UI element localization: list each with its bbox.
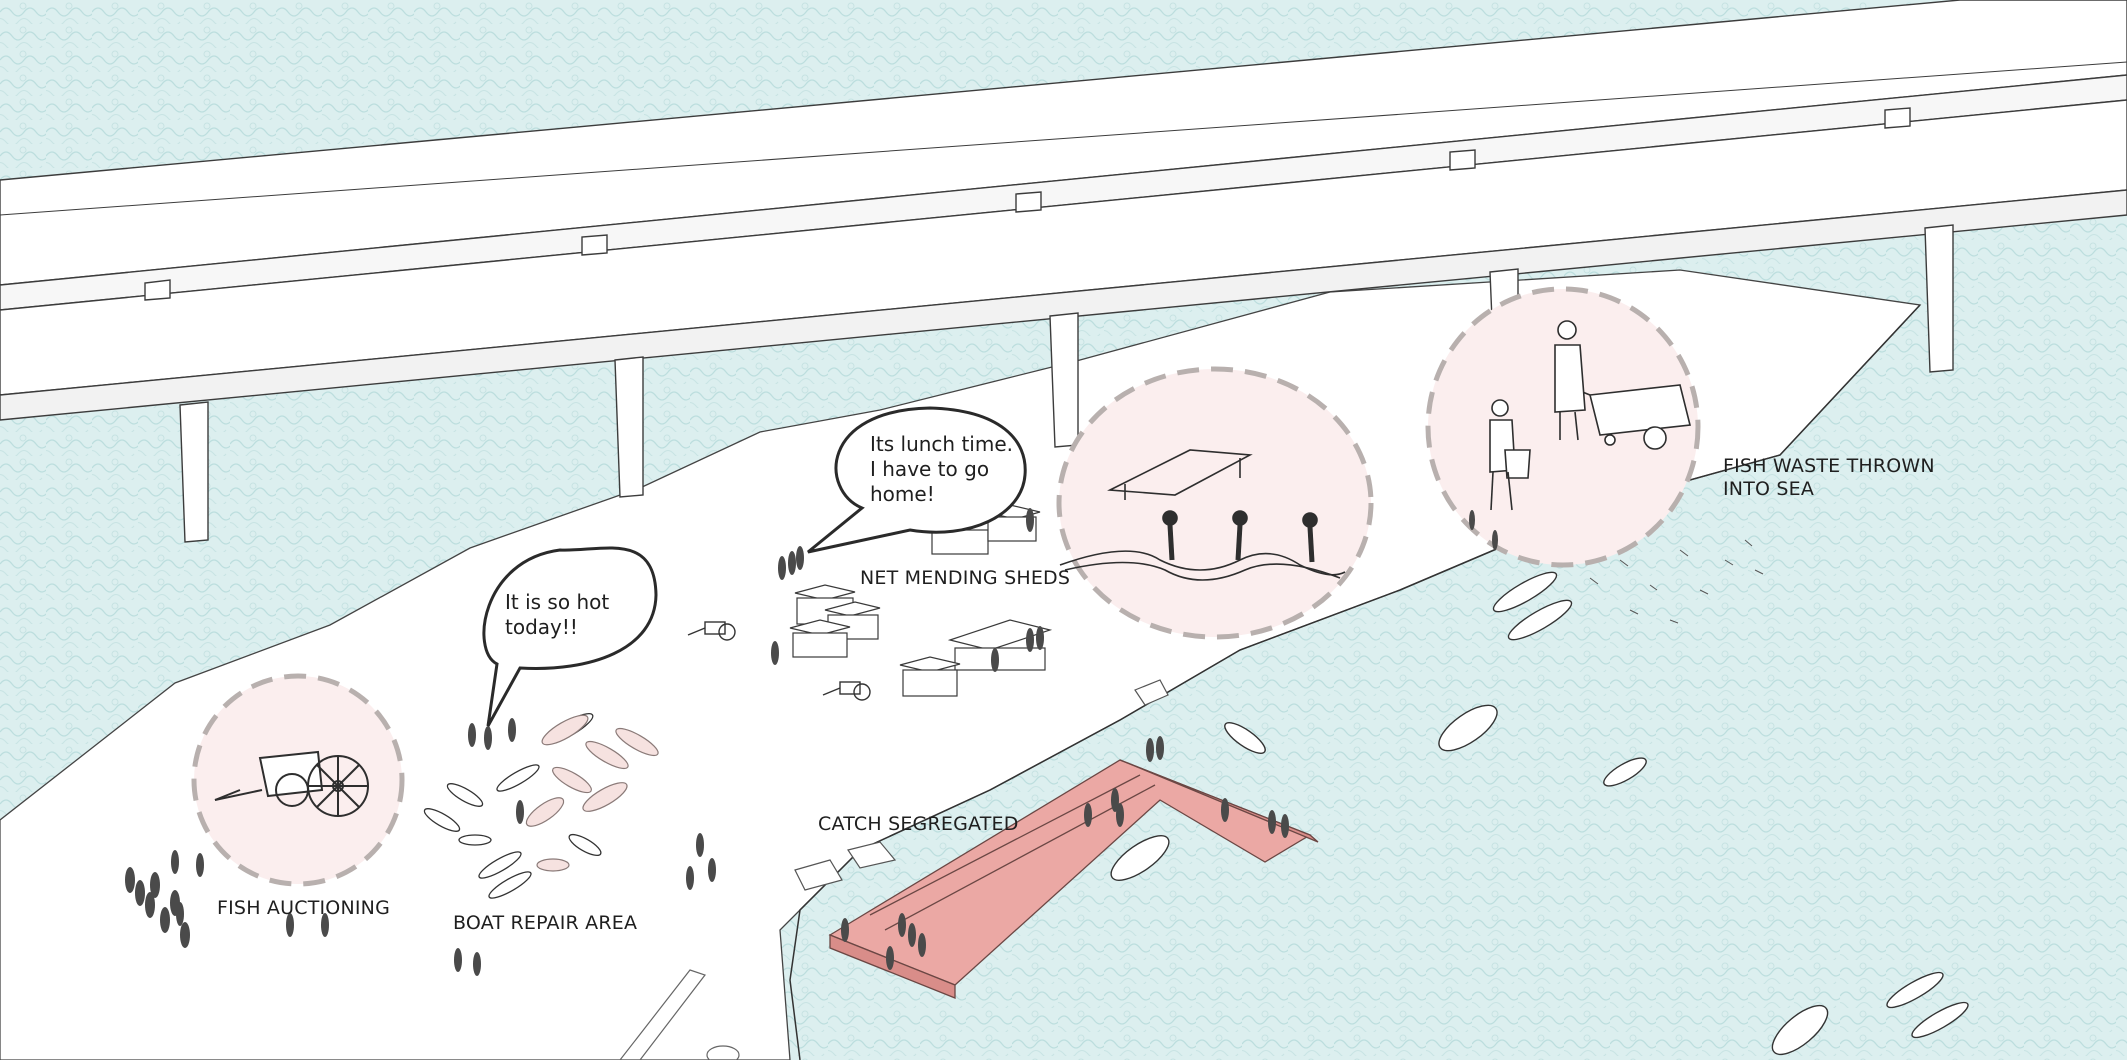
people-silhouettes: [125, 508, 1498, 976]
catch-piles: [794, 679, 1169, 891]
label-catch-segregated: CATCH SEGREGATED: [818, 813, 1019, 835]
ground-markings: [619, 969, 740, 1060]
label-fish-waste: FISH WASTE THROWN INTO SEA: [1723, 455, 1935, 501]
speech-bubble-lunch: [807, 406, 1027, 554]
bubble-hot-line-2: today!!: [505, 615, 578, 639]
boat-repair-boats-pink: [525, 714, 659, 872]
label-boat-repair-area: BOAT REPAIR AREA: [453, 912, 638, 934]
cart-icon: [214, 750, 369, 817]
bubble-hot-line-1: It is so hot: [505, 590, 610, 614]
speech-bubble-hot: [482, 546, 658, 727]
bubble-lunch-line-2: I have to go: [870, 457, 990, 481]
boats: [1110, 571, 1969, 1056]
hand-carts: [687, 621, 871, 701]
label-fish-auctioning: FISH AUCTIONING: [217, 897, 391, 919]
bubble-lunch-line-1: Its lunch time.: [870, 432, 1013, 456]
fish-waste-circle: [1425, 286, 1701, 568]
bubble-lunch-line-3: home!: [870, 482, 935, 506]
waste-speckles: [1589, 539, 1764, 624]
speech-bubble-lunch-text: Its lunch time. I have to go home!: [870, 432, 1013, 507]
workers-with-cart-illustration: [1489, 320, 1691, 511]
flyover-bridge: [0, 0, 2127, 543]
net-mending-circle: [1056, 366, 1374, 640]
net-menders-illustration: [1059, 449, 1346, 581]
speech-bubble-hot-text: It is so hot today!!: [505, 590, 609, 640]
label-fish-waste-line-1: FISH WASTE THROWN: [1723, 455, 1935, 477]
label-net-mending-sheds: NET MENDING SHEDS: [860, 567, 1071, 589]
label-fish-waste-line-2: INTO SEA: [1723, 478, 1815, 500]
net-mending-sheds: [789, 504, 1053, 697]
